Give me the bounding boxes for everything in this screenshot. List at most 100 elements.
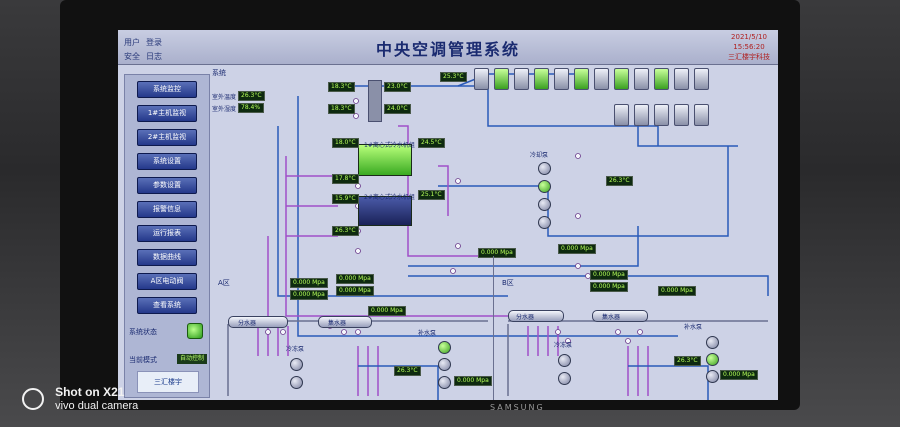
nav-data-curve[interactable]: 数据曲线 (137, 249, 197, 266)
outdoor-temp-label: 室外温度 (212, 94, 237, 101)
cooling-tower-17 (694, 104, 709, 126)
zone-b-pump-2 (558, 372, 571, 385)
nav-run-report[interactable]: 运行报表 (137, 225, 197, 242)
readout-top-3: 18.3°C (328, 104, 355, 114)
datetime-display: 2021/5/10 15:56:20 三汇楼宇科技 (728, 32, 770, 62)
nav-alarm-info[interactable]: 报警信息 (137, 201, 197, 218)
mode-value: 自动控制 (177, 354, 207, 364)
zone-b-makeup-pump-1 (706, 336, 719, 349)
zone-b-return-header (592, 310, 648, 322)
zone-a-supply-header-label: 分水器 (238, 320, 257, 327)
zone-a-makeup-pump-3 (438, 376, 451, 389)
cooling-tower-10 (654, 68, 669, 90)
cooling-tower-6 (574, 68, 589, 90)
nav-chiller-2-monitor[interactable]: 2#主机监视 (137, 129, 197, 146)
system-status-indicator (187, 323, 203, 339)
nav-system-monitor[interactable]: 系统监控 (137, 81, 197, 98)
pump-temp-readout: 26.3°C (606, 176, 633, 186)
zone-b-makeup-pump-3 (706, 370, 719, 383)
cooling-pump-4 (538, 216, 551, 229)
zone-a-readout-3: 0.000 Mpa (336, 274, 374, 284)
nav-chiller-1-monitor[interactable]: 1#主机监视 (137, 105, 197, 122)
nav-system-settings[interactable]: 系统设置 (137, 153, 197, 170)
readout-chiller-4: 15.9°C (332, 194, 359, 204)
section-title-main: 系统 (212, 69, 226, 77)
zone-b-title: B区 (502, 279, 514, 287)
zone-a-readout-1: 0.000 Mpa (290, 278, 328, 288)
mode-label: 当前模式 (129, 356, 157, 364)
cooling-tower-5 (554, 68, 569, 90)
zone-a-bottom-temp: 26.3°C (394, 366, 421, 376)
zone-a-return-header (318, 316, 372, 328)
cooling-pump-2 (538, 180, 551, 193)
header-link-log[interactable]: 日志 (146, 52, 162, 61)
readout-chiller-6: 26.3°C (332, 226, 359, 236)
page-title: 中央空调管理系统 (375, 40, 520, 59)
outdoor-humidity-label: 室外湿度 (212, 106, 237, 113)
mid-readout-2: 0.000 Mpa (558, 244, 596, 254)
header-bar: 用户登录 安全日志 中央空调管理系统 2021/5/10 15:56:20 三汇… (118, 30, 778, 65)
mid-readout-1: 0.000 Mpa (478, 248, 516, 258)
zone-a-makeup-pump-2 (438, 358, 451, 371)
zone-a-readout-4: 0.000 Mpa (336, 286, 374, 296)
chiller-2 (358, 196, 412, 226)
chiller-1 (358, 144, 412, 176)
time-text: 15:56:20 (733, 43, 765, 51)
zone-a-title: A区 (218, 279, 230, 287)
nav-view-system[interactable]: 查看系统 (137, 297, 197, 314)
pump-group-label: 冷却泵 (530, 152, 549, 159)
readout-top-1: 18.3°C (328, 82, 355, 92)
system-status-label: 系统状态 (129, 328, 157, 336)
zone-b-supply-header-label: 分水器 (516, 314, 535, 321)
zone-divider (493, 256, 494, 400)
cooling-tower-2 (494, 68, 509, 90)
cooling-tower-13 (614, 104, 629, 126)
company-logo: 三汇楼宇 (137, 371, 199, 393)
zone-a-makeup-pump-label: 补水泵 (418, 330, 437, 337)
zone-a-supply-header (228, 316, 288, 328)
camera-watermark: Shot on X21 vivo dual camera (22, 385, 138, 413)
readout-chiller-2: 17.8°C (332, 174, 359, 184)
hvac-schematic: 系统 室外温度 26.3°C 室外湿度 78.4% 18.3°C 23.0°C … (208, 66, 778, 400)
monitor-brand: SAMSUNG (490, 403, 545, 412)
cooling-tower-16 (674, 104, 689, 126)
header-link-security[interactable]: 安全 (124, 52, 140, 61)
cooling-tower-12 (694, 68, 709, 90)
cooling-tower-14 (634, 104, 649, 126)
left-nav-panel: 系统监控 1#主机监视 2#主机监视 系统设置 参数设置 报警信息 运行报表 数… (124, 74, 210, 398)
zone-b-bottom-pressure: 0.000 Mpa (720, 370, 758, 380)
camera-subtitle: vivo dual camera (55, 400, 139, 412)
nav-zone-a-valve[interactable]: A区电动阀 (137, 273, 197, 290)
readout-top-5: 25.3°C (440, 72, 467, 82)
outdoor-temp-value: 26.3°C (238, 91, 265, 101)
readout-chiller-3: 24.5°C (418, 138, 445, 148)
zone-a-readout-2: 0.000 Mpa (290, 290, 328, 300)
chiller-1-label: 1#离心式冷水机组 (364, 142, 415, 149)
camera-lens-icon (22, 388, 44, 410)
zone-b-pump-label: 冷冻泵 (554, 342, 573, 349)
cooling-tower-4 (534, 68, 549, 90)
readout-top-2: 23.0°C (384, 82, 411, 92)
outdoor-humidity-value: 78.4% (238, 103, 264, 113)
zone-a-return-header-label: 集水器 (328, 320, 347, 327)
zone-b-readout-1: 0.000 Mpa (590, 270, 628, 280)
nav-parameter-settings[interactable]: 参数设置 (137, 177, 197, 194)
screen: 用户登录 安全日志 中央空调管理系统 2021/5/10 15:56:20 三汇… (118, 30, 778, 400)
cooling-tower-11 (674, 68, 689, 90)
header-link-login[interactable]: 登录 (146, 38, 162, 47)
zone-a-pump-label: 冷冻泵 (286, 346, 305, 353)
zone-b-readout-3: 0.000 Mpa (658, 286, 696, 296)
cooling-tower-15 (654, 104, 669, 126)
camera-model: Shot on X21 (55, 385, 125, 399)
header-link-user[interactable]: 用户 (124, 38, 140, 47)
zone-b-readout-2: 0.000 Mpa (590, 282, 628, 292)
zone-a-readout-5: 0.000 Mpa (368, 306, 406, 316)
header-links: 用户登录 安全日志 (124, 36, 168, 64)
cooling-tower-8 (614, 68, 629, 90)
chiller-2-label: 2#离心式冷水机组 (364, 194, 415, 201)
zone-a-makeup-pump-1 (438, 341, 451, 354)
zone-b-pump-1 (558, 354, 571, 367)
company-text: 三汇楼宇科技 (728, 53, 770, 61)
zone-b-bottom-temp: 26.3°C (674, 356, 701, 366)
cooling-tower-9 (634, 68, 649, 90)
